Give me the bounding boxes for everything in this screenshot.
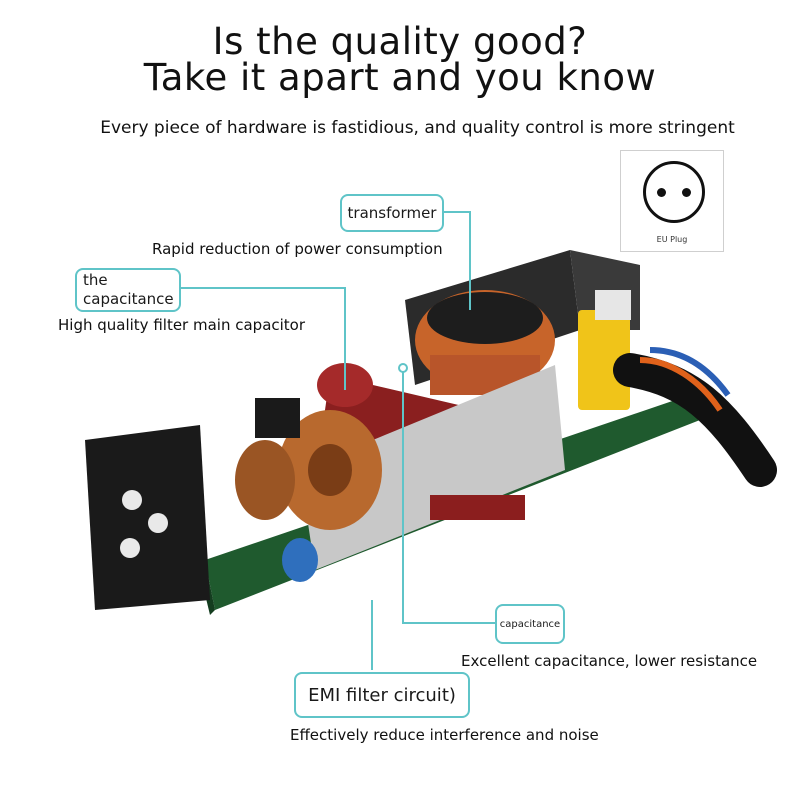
title-line-2: Take it apart and you know [143, 56, 657, 99]
title-line-1: Is the quality good? [212, 20, 588, 63]
small-capacitance-callout: capacitance [495, 604, 565, 644]
small-capacitance-desc: Excellent capacitance, lower resistance [461, 652, 758, 670]
eu-plug-icon [643, 161, 705, 223]
blue-capacitor [282, 538, 318, 582]
ac-socket [85, 425, 210, 610]
emi-filter-label: EMI filter circuit) [308, 684, 456, 706]
plug-pin-left [657, 188, 666, 197]
emi-filter-callout: EMI filter circuit) [294, 672, 470, 718]
callout-leader-lines [172, 211, 497, 670]
eu-plug-label: EU Plug [656, 235, 688, 244]
subtitle: Every piece of hardware is fastidious, a… [100, 118, 735, 138]
eu-plug-card: EU Plug [620, 150, 724, 252]
yellow-capacitor [578, 310, 630, 410]
transformer-callout: transformer [340, 194, 444, 232]
main-capacitance-desc: High quality filter main capacitor [58, 316, 306, 334]
main-capacitance-label-1: the [83, 271, 108, 289]
transformer-desc: Rapid reduction of power consumption [152, 240, 443, 258]
plug-pin-right [682, 188, 691, 197]
emi-filter-desc: Effectively reduce interference and nois… [290, 726, 599, 744]
main-capacitance-callout: the capacitance [75, 268, 181, 312]
main-capacitance-label-2: capacitance [83, 290, 174, 308]
metal-shield [300, 365, 565, 570]
output-cable [613, 353, 777, 487]
small-capacitance-label: capacitance [499, 618, 561, 630]
transformer-label: transformer [347, 204, 437, 222]
